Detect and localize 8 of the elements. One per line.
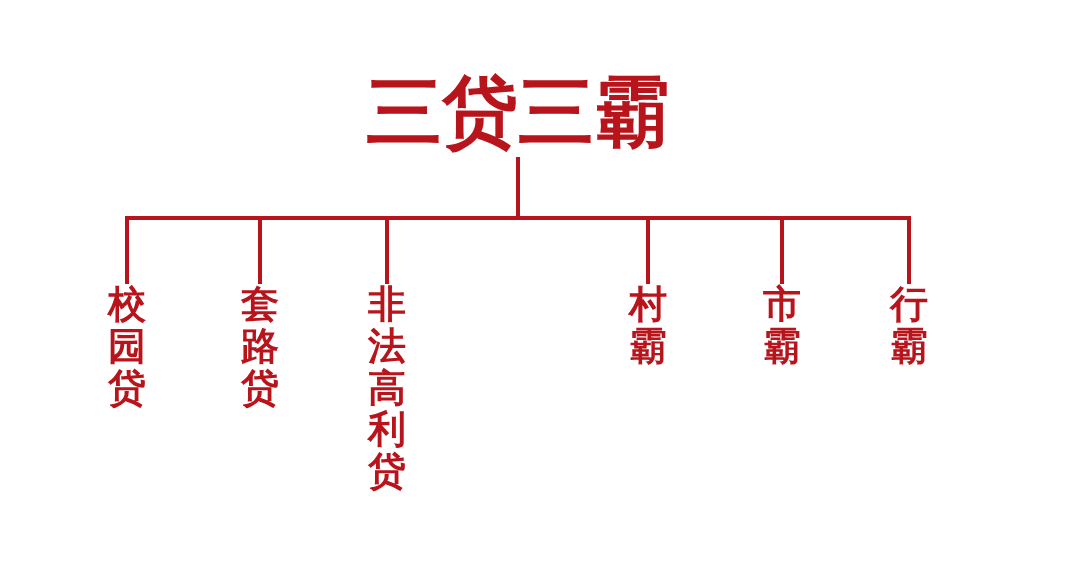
category-label: 村霸 <box>629 284 667 368</box>
category-label: 校园贷 <box>108 284 146 410</box>
connector-line <box>516 157 911 284</box>
category-label: 行霸 <box>890 284 928 368</box>
category-label: 非法高利贷 <box>368 284 406 493</box>
category-label: 市霸 <box>763 284 801 368</box>
root-node-label: 三贷三霸 <box>366 68 670 156</box>
category-label: 套路贷 <box>241 284 279 410</box>
